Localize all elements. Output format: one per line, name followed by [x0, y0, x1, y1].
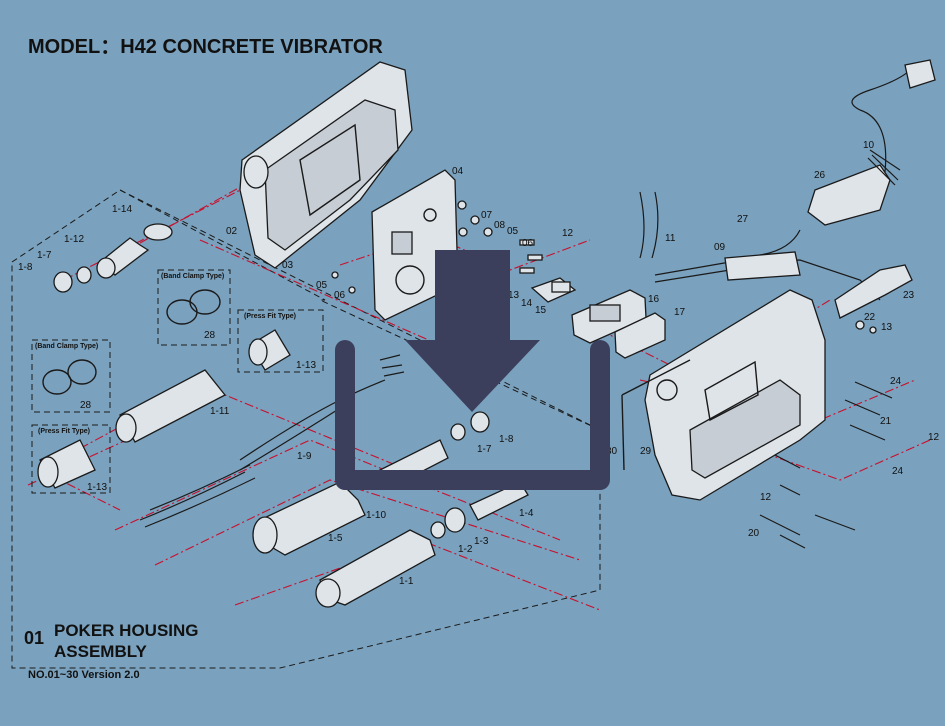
part-1-1-tube [315, 529, 436, 608]
part-23-clamp [834, 264, 913, 319]
svg-text:1-8: 1-8 [18, 262, 33, 273]
svg-text:28: 28 [80, 400, 92, 411]
svg-text:1-12: 1-12 [64, 234, 84, 245]
svg-text:12: 12 [928, 432, 940, 443]
svg-text:1-3: 1-3 [474, 536, 489, 547]
svg-text:1-11: 1-11 [210, 406, 230, 417]
svg-text:03: 03 [282, 260, 294, 271]
svg-text:06: 06 [334, 290, 346, 301]
press-fit-a [248, 329, 291, 371]
svg-text:17: 17 [674, 307, 686, 318]
svg-text:12: 12 [760, 492, 772, 503]
svg-text:11: 11 [665, 233, 676, 244]
page-title: MODEL：H42 CONCRETE VIBRATOR [28, 36, 383, 58]
svg-text:1-10: 1-10 [366, 510, 386, 521]
version-footer: NO.01~30 Version 2.0 [28, 669, 140, 681]
svg-text:09: 09 [714, 242, 726, 253]
press-fit-box-b [31, 424, 111, 494]
band-clamp-b [42, 359, 97, 395]
svg-text:21: 21 [880, 416, 892, 427]
part-1-5-motor [252, 481, 366, 556]
part-1-11-hose [115, 369, 227, 443]
svg-text:15: 15 [535, 305, 547, 316]
svg-text:1-13: 1-13 [296, 360, 316, 371]
section-name-line-2: ASSEMBLY [54, 642, 147, 661]
part-29-front-housing [644, 289, 826, 501]
callout-labels: (Band Clamp Type) (Press Fit Type) (Band… [35, 273, 296, 435]
svg-text:1-1: 1-1 [399, 576, 414, 587]
svg-text:22: 22 [864, 312, 876, 323]
svg-text:1-4: 1-4 [519, 508, 534, 519]
section-name: POKER HOUSING ASSEMBLY [54, 620, 254, 662]
svg-text:30: 30 [606, 446, 618, 457]
band-clamp-a [166, 289, 221, 325]
right-screws [759, 320, 893, 549]
svg-text:04: 04 [452, 166, 464, 177]
svg-text:06: 06 [522, 238, 534, 249]
part-17-gasket [614, 312, 666, 359]
svg-text:(Press Fit Type): (Press Fit Type) [244, 313, 296, 320]
assembly-boundary [11, 189, 601, 669]
svg-text:16: 16 [648, 294, 660, 305]
section-name-line-1: POKER HOUSING [54, 621, 199, 640]
section-number: 01 [24, 628, 45, 648]
svg-text:(Band Clamp Type): (Band Clamp Type) [161, 273, 224, 280]
svg-text:26: 26 [814, 170, 826, 181]
poker-end-parts [53, 223, 173, 293]
svg-text:24: 24 [892, 466, 904, 477]
download-icon [335, 250, 610, 490]
svg-text:20: 20 [748, 528, 760, 539]
svg-text:1-2: 1-2 [458, 544, 473, 555]
part-labels: 02 03 04 05 05 06 06 07 08 09 10 11 12 1… [18, 140, 940, 587]
svg-text:1-7: 1-7 [477, 444, 492, 455]
svg-text:1-14: 1-14 [112, 204, 132, 215]
part-15-bracket [530, 277, 577, 303]
part-30-sheet [621, 359, 691, 471]
svg-text:05: 05 [316, 280, 328, 291]
svg-text:1-7: 1-7 [37, 250, 52, 261]
part-11-wire [639, 191, 659, 259]
press-fit-b [37, 439, 96, 489]
svg-text:(Press Fit Type): (Press Fit Type) [38, 428, 90, 435]
svg-text:02: 02 [226, 226, 238, 237]
svg-text:1-8: 1-8 [499, 434, 514, 445]
svg-text:10: 10 [863, 140, 875, 151]
svg-text:1-5: 1-5 [328, 533, 343, 544]
svg-text:05: 05 [507, 226, 519, 237]
svg-text:13: 13 [881, 322, 893, 333]
svg-text:23: 23 [903, 290, 915, 301]
svg-text:(Band Clamp Type): (Band Clamp Type) [35, 343, 98, 350]
svg-text:08: 08 [494, 220, 506, 231]
svg-text:12: 12 [562, 228, 574, 239]
download-button[interactable] [335, 240, 615, 490]
svg-text:13: 13 [508, 290, 520, 301]
svg-text:27: 27 [737, 214, 749, 225]
svg-text:24: 24 [890, 376, 902, 387]
svg-text:14: 14 [521, 298, 533, 309]
cord-assembly [654, 59, 936, 301]
svg-text:1-9: 1-9 [297, 451, 312, 462]
part-02-rear-housing [239, 61, 413, 269]
svg-text:1-13: 1-13 [87, 482, 107, 493]
svg-text:07: 07 [481, 210, 493, 221]
screws-07-08-06 [331, 200, 543, 294]
band-clamp-box-a [157, 269, 231, 346]
bearings-1-2-1-3 [430, 481, 529, 539]
svg-text:28: 28 [204, 330, 216, 341]
band-clamp-box-b [31, 339, 111, 413]
press-fit-box-a [237, 309, 324, 373]
svg-text:29: 29 [640, 446, 652, 457]
